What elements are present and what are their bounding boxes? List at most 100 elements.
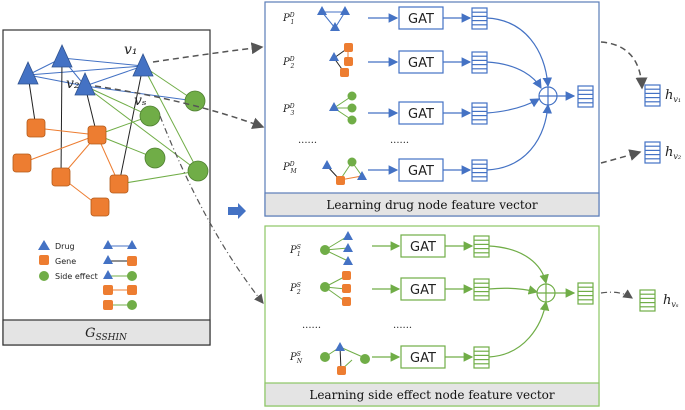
node-label-v1: v₁ [124, 42, 138, 58]
drug-gat-ellipsis: ...... [390, 135, 409, 146]
aggregate-curve [488, 300, 550, 358]
legend-side-effect-label: Side effect [55, 272, 98, 281]
side-row-ellipsis: ...... [302, 320, 321, 331]
drug-caption: Learning drug node feature vector [326, 198, 537, 212]
output-vector-hvs [639, 289, 656, 312]
legend-drug-icon [38, 240, 50, 250]
gene-node [109, 174, 129, 194]
gat-block: GAT [398, 101, 444, 125]
graph-legend: Drug Gene Side effect [38, 240, 137, 310]
gat-block: GAT [400, 277, 446, 301]
side-effect-panel: Learning side effect node feature vector… [264, 225, 600, 407]
aggregated-feature-vector [577, 282, 594, 305]
drug-node [51, 44, 73, 68]
gene-node [12, 153, 32, 173]
graph-nodes [12, 44, 209, 217]
side-metapath-n [320, 342, 370, 375]
drug-metapath-2 [329, 43, 353, 77]
output-vector-hv2 [644, 141, 661, 164]
aggregate-curve [486, 17, 553, 88]
aggregate-curve [486, 98, 541, 114]
svg-text:GAT: GAT [410, 351, 436, 366]
aggregate-curve [486, 61, 542, 90]
drug-caption-bar [264, 192, 600, 217]
drug-metapath-m [322, 157, 367, 185]
gene-node [26, 118, 46, 138]
gat-block: GAT [400, 234, 446, 258]
legend-relations [103, 240, 137, 310]
output-label-hv1: hv₁ [665, 88, 681, 104]
side-caption: Learning side effect node feature vector [309, 388, 555, 402]
drug-metapath-3 [329, 91, 357, 125]
side-metapath-1 [320, 231, 353, 265]
flow-arrow-icon [228, 203, 246, 219]
graph-title-bar [2, 319, 211, 346]
drug-feature-vectors [471, 7, 594, 182]
svg-text:GAT: GAT [408, 12, 434, 27]
legend-gene-label: Gene [55, 257, 76, 266]
output-connector-v2 [600, 149, 642, 164]
aggregate-curve [488, 285, 539, 295]
gene-node [51, 167, 71, 187]
svg-text:GAT: GAT [408, 107, 434, 122]
connector-v1 [152, 42, 264, 63]
feature-vector [471, 51, 488, 74]
drug-node-v2 [74, 72, 96, 96]
connector-vs [159, 115, 264, 304]
legend-gene-icon [39, 255, 49, 265]
drug-metapath-1 [317, 6, 350, 31]
side-effect-node [184, 90, 206, 112]
node-label-vs: vₛ [134, 93, 147, 109]
gene-node [90, 197, 110, 217]
drug-node-v1 [132, 53, 154, 77]
gat-block: GAT [398, 6, 444, 30]
svg-text:GAT: GAT [408, 56, 434, 71]
node-label-v2: v₂ [66, 76, 80, 92]
aggregate-curve [486, 103, 553, 171]
feature-vector [471, 159, 488, 182]
svg-text:GAT: GAT [408, 164, 434, 179]
feature-vector [473, 278, 490, 301]
side-gat-ellipsis: ...... [393, 320, 412, 331]
legend-side-effect-icon [39, 271, 49, 281]
output-connector-vs [600, 289, 633, 299]
output-vector-hv1 [644, 84, 661, 107]
svg-text:GAT: GAT [410, 240, 436, 255]
feature-vector [471, 7, 488, 30]
drug-row-ellipsis: ...... [298, 135, 317, 146]
side-effect-node [144, 147, 166, 169]
gat-block: GAT [398, 50, 444, 74]
graph-panel: GSSHIN [2, 29, 211, 346]
side-metapath-2 [320, 271, 351, 306]
legend-drug-label: Drug [55, 242, 75, 251]
connector-v2 [94, 85, 265, 129]
feature-vector [473, 235, 490, 258]
svg-text:GAT: GAT [410, 283, 436, 298]
output-label-hv2: hv₂ [665, 145, 681, 161]
feature-vector [473, 346, 490, 369]
side-effect-node-vs [139, 105, 161, 127]
drug-node [17, 61, 39, 85]
gat-block: GAT [400, 345, 446, 369]
gat-block: GAT [398, 158, 444, 182]
gene-node [87, 125, 107, 145]
side-caption-bar [264, 382, 600, 407]
side-effect-node [187, 160, 209, 182]
aggregated-feature-vector [577, 85, 594, 108]
output-feature-vectors [639, 84, 661, 312]
output-connector-v1 [600, 41, 648, 90]
feature-vector [471, 102, 488, 125]
output-label-hvs: hvₛ [663, 293, 679, 309]
aggregate-sum-icon [538, 86, 558, 106]
graph-title: GSSHIN [85, 326, 128, 343]
aggregate-sum-icon [536, 283, 556, 303]
